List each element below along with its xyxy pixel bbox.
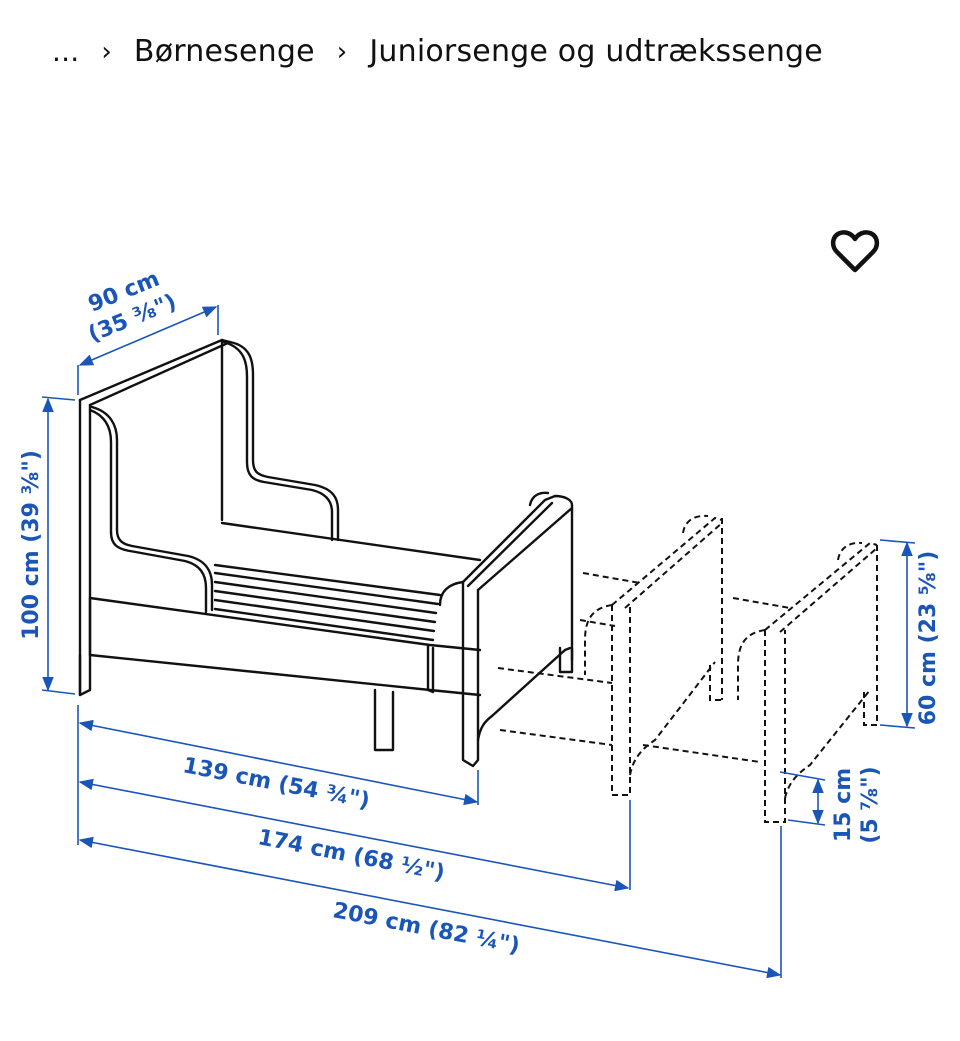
breadcrumb-item-boernesenge[interactable]: Børnesenge	[133, 34, 315, 69]
breadcrumb-ellipsis[interactable]: ...	[52, 35, 80, 68]
dim-leg-cm: 15 cm	[831, 768, 856, 842]
heart-outline-icon	[830, 230, 880, 273]
chevron-right-icon: ›	[336, 36, 348, 67]
dim-footboard-height: 60 cm (23 ⅝")	[916, 551, 941, 726]
bed-drawing	[78, 338, 574, 768]
product-dimension-diagram: 90 cm (35 ⅜") 100 cm (39 ⅜") 139 cm (54 …	[19, 267, 941, 979]
dimension-lines	[41, 305, 916, 979]
breadcrumb: ... › Børnesenge › Juniorsenge og udtræk…	[52, 34, 823, 69]
dim-height: 100 cm (39 ⅜")	[19, 450, 44, 640]
extension-drawing-dashed	[497, 514, 878, 823]
breadcrumb-item-juniorsenge[interactable]: Juniorsenge og udtrækssenge	[369, 34, 823, 69]
favorite-button[interactable]	[826, 222, 884, 280]
dim-leg-inch: (5 ⅞")	[858, 766, 883, 843]
chevron-right-icon: ›	[101, 36, 112, 67]
